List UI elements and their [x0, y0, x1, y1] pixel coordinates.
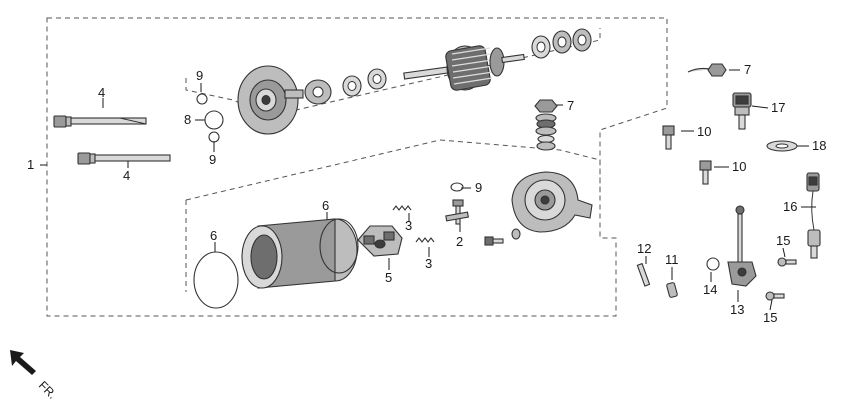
callout-9-upper: 9 — [196, 68, 203, 83]
leader-lines — [40, 69, 816, 311]
o-ring-rear — [450, 182, 464, 192]
callout-3-upper: 3 — [405, 218, 412, 233]
small-bolt-lower — [765, 291, 785, 301]
front-direction-label: FR. — [36, 378, 60, 401]
callout-7-clip: 7 — [744, 62, 751, 77]
o-ring-large — [204, 110, 224, 130]
callout-5: 5 — [385, 270, 392, 285]
assembly-guide-lower — [185, 139, 601, 292]
callout-14: 14 — [703, 282, 717, 297]
callout-16: 16 — [783, 199, 797, 214]
sealing-washer — [766, 140, 798, 152]
callout-labels: 1 2 3 3 4 4 5 6 6 7 7 8 9 9 9 10 10 11 1… — [27, 62, 826, 325]
yoke-housing — [241, 218, 358, 289]
thrust-washer-1 — [342, 75, 362, 97]
small-bolt-upper — [777, 257, 797, 267]
callout-9-lower: 9 — [209, 152, 216, 167]
callout-10-lower: 10 — [732, 159, 746, 174]
o-ring-lower — [208, 131, 220, 143]
flange-bolt-upper — [662, 125, 675, 150]
front-cover — [237, 65, 304, 135]
callout-11: 11 — [665, 252, 679, 267]
armature-washer-2 — [552, 30, 572, 54]
callout-1: 1 — [27, 157, 34, 172]
rear-cover — [511, 171, 593, 233]
terminal-stack — [534, 99, 558, 151]
yoke-o-ring-rear — [319, 218, 359, 274]
small-screw — [484, 228, 521, 246]
callout-4-upper: 4 — [98, 85, 105, 100]
sensor-clip — [687, 63, 727, 77]
terminal-bolt — [445, 199, 469, 225]
brush-holder — [357, 225, 403, 257]
callout-6-upper: 6 — [322, 198, 329, 213]
flange-bolt-lower — [699, 160, 712, 185]
temperature-sensor — [732, 92, 752, 130]
callout-15-upper: 15 — [776, 233, 790, 248]
callout-9-rear: 9 — [475, 180, 482, 195]
callout-13: 13 — [730, 302, 744, 317]
through-bolt-upper — [53, 115, 147, 128]
position-sensor — [727, 205, 757, 287]
assembly-guide-upper — [185, 28, 601, 117]
callout-2: 2 — [456, 234, 463, 249]
callout-17: 17 — [771, 100, 785, 115]
small-o-ring — [706, 257, 720, 271]
callout-8: 8 — [184, 112, 191, 127]
callout-12: 12 — [637, 241, 651, 256]
through-bolt-lower — [77, 152, 171, 165]
callout-7-terminal: 7 — [567, 98, 574, 113]
thrust-washer-2 — [367, 68, 387, 90]
armature-washer-3 — [572, 28, 592, 52]
brush-spring-lower — [415, 237, 435, 243]
callout-4-lower: 4 — [123, 168, 130, 183]
dowel-pin — [666, 282, 678, 298]
assembly-boundary — [46, 17, 668, 317]
callout-3-lower: 3 — [425, 256, 432, 271]
brush-spring-upper — [392, 205, 412, 211]
lock-washer — [304, 79, 332, 105]
yoke-o-ring-front — [193, 251, 239, 309]
callout-10-upper: 10 — [697, 124, 711, 139]
rod-pin — [636, 262, 651, 287]
oxygen-sensor — [806, 172, 821, 259]
armature-washer-1 — [531, 35, 551, 59]
callout-18: 18 — [812, 138, 826, 153]
o-ring-upper — [196, 93, 208, 105]
armature — [403, 45, 525, 91]
callout-15-lower: 15 — [763, 310, 777, 325]
callout-6-lower: 6 — [210, 228, 217, 243]
front-arrow-icon — [10, 350, 36, 375]
